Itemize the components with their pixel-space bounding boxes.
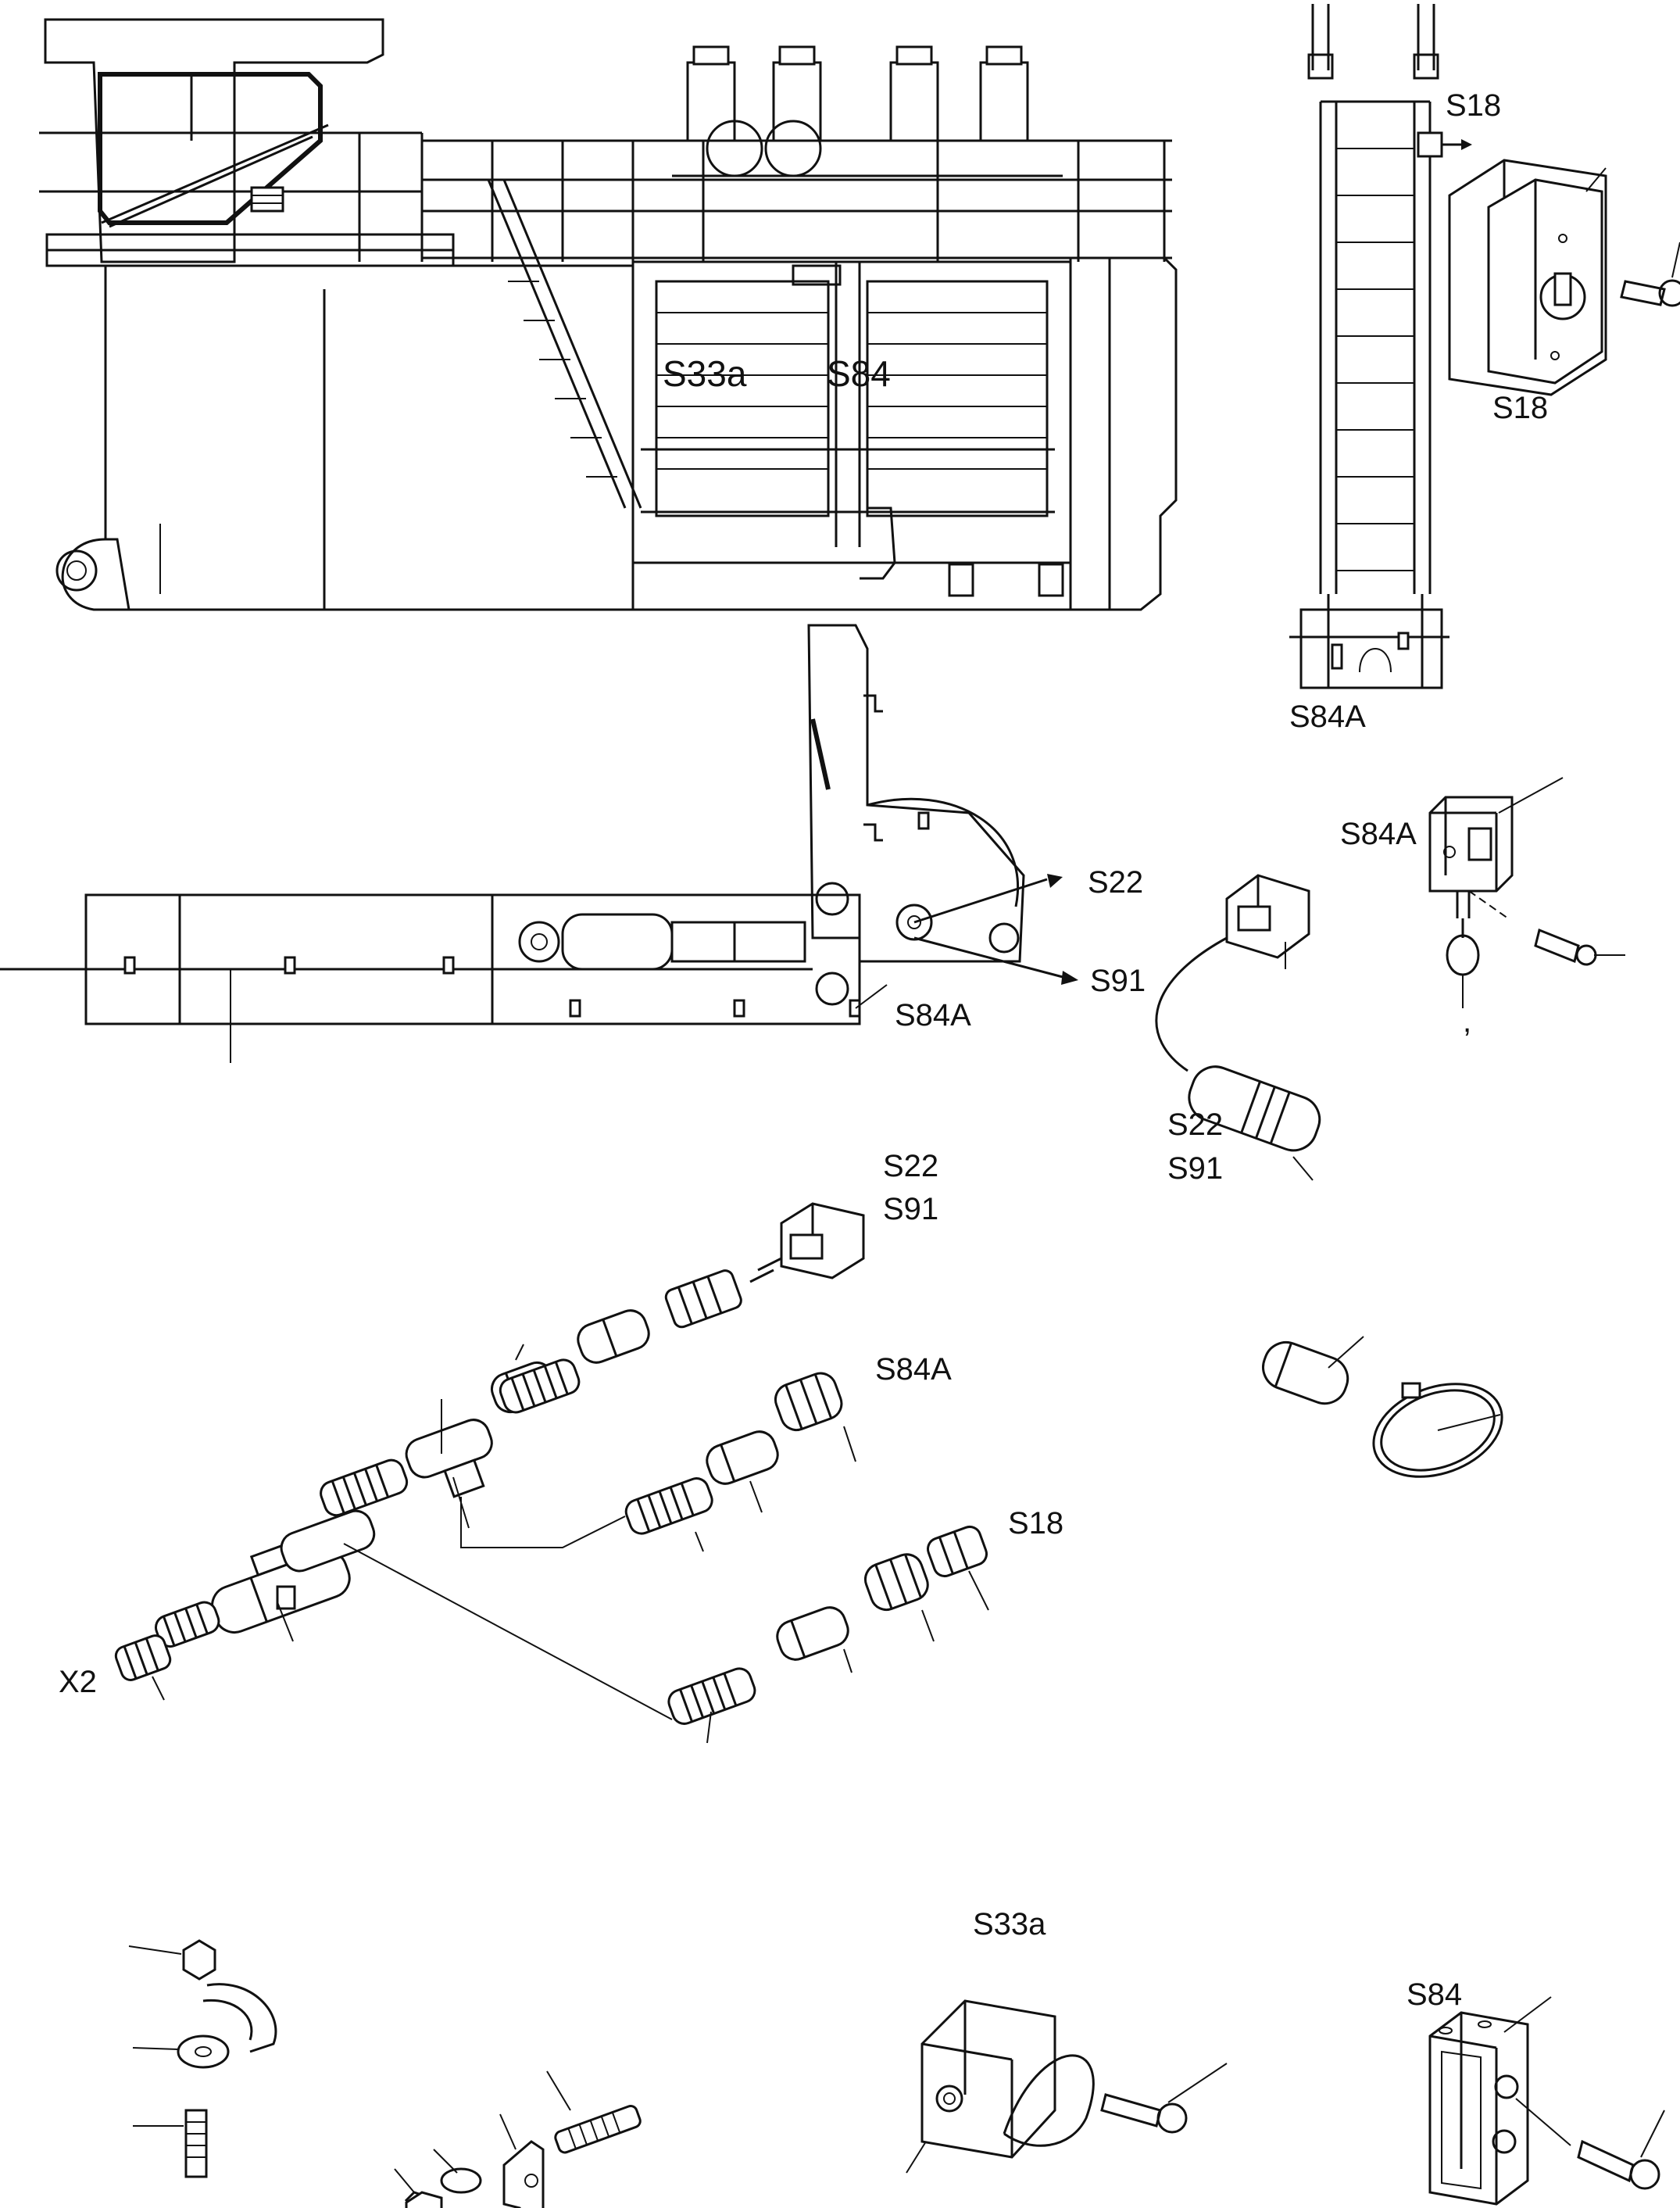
bracket-hardware — [394, 2070, 642, 2208]
s84a-limit-switch: S84A , — [1340, 777, 1625, 1039]
s22-sensor-label: S22 — [1167, 1108, 1223, 1142]
s33a-box-label: S33a — [973, 1907, 1046, 1941]
x2-conn-label: X2 — [59, 1665, 97, 1699]
s22-arm-label: S22 — [1088, 865, 1143, 900]
s22-s91-proximity-sensor: S22 S91 — [1155, 874, 1321, 1186]
s84-push-button-box: S84 — [1407, 1977, 1665, 2206]
s91-sensor-label: S91 — [1167, 1151, 1223, 1186]
s84-box-label: S84 — [1407, 1977, 1462, 2012]
s18-conn-label: S18 — [1008, 1506, 1063, 1541]
s84a-arm-label: S84A — [895, 998, 971, 1032]
cable-tie-parts — [1262, 1336, 1503, 1478]
machine-side-view: S33a S84 — [39, 18, 1178, 611]
s33a-switch-box: S33a — [906, 1907, 1228, 2174]
s18-ladder-label: S18 — [1446, 88, 1501, 123]
s18-switch-label: S18 — [1492, 391, 1548, 425]
s18-switch-box: S18 — [1448, 159, 1680, 425]
s91-arm-label: S91 — [1090, 964, 1146, 998]
boom-arm-view: S22 S91 S84A — [0, 624, 1146, 1063]
comma-mark: , — [1463, 1004, 1471, 1039]
ladder-view: S18 S84A — [1289, 4, 1501, 734]
s84a-switch-label: S84A — [1340, 817, 1417, 851]
s91-conn-label: S91 — [883, 1192, 938, 1226]
s33a-machine-label: S33a — [663, 353, 747, 394]
conduit-connector-chain: X2 S84A — [59, 1149, 1063, 1744]
s84a-ladder-label: S84A — [1289, 700, 1366, 734]
s84a-conn-label: S84A — [875, 1352, 952, 1387]
clamp-hardware — [128, 1939, 277, 2178]
s22-conn-label: S22 — [883, 1149, 938, 1183]
s84-machine-label: S84 — [827, 353, 891, 394]
